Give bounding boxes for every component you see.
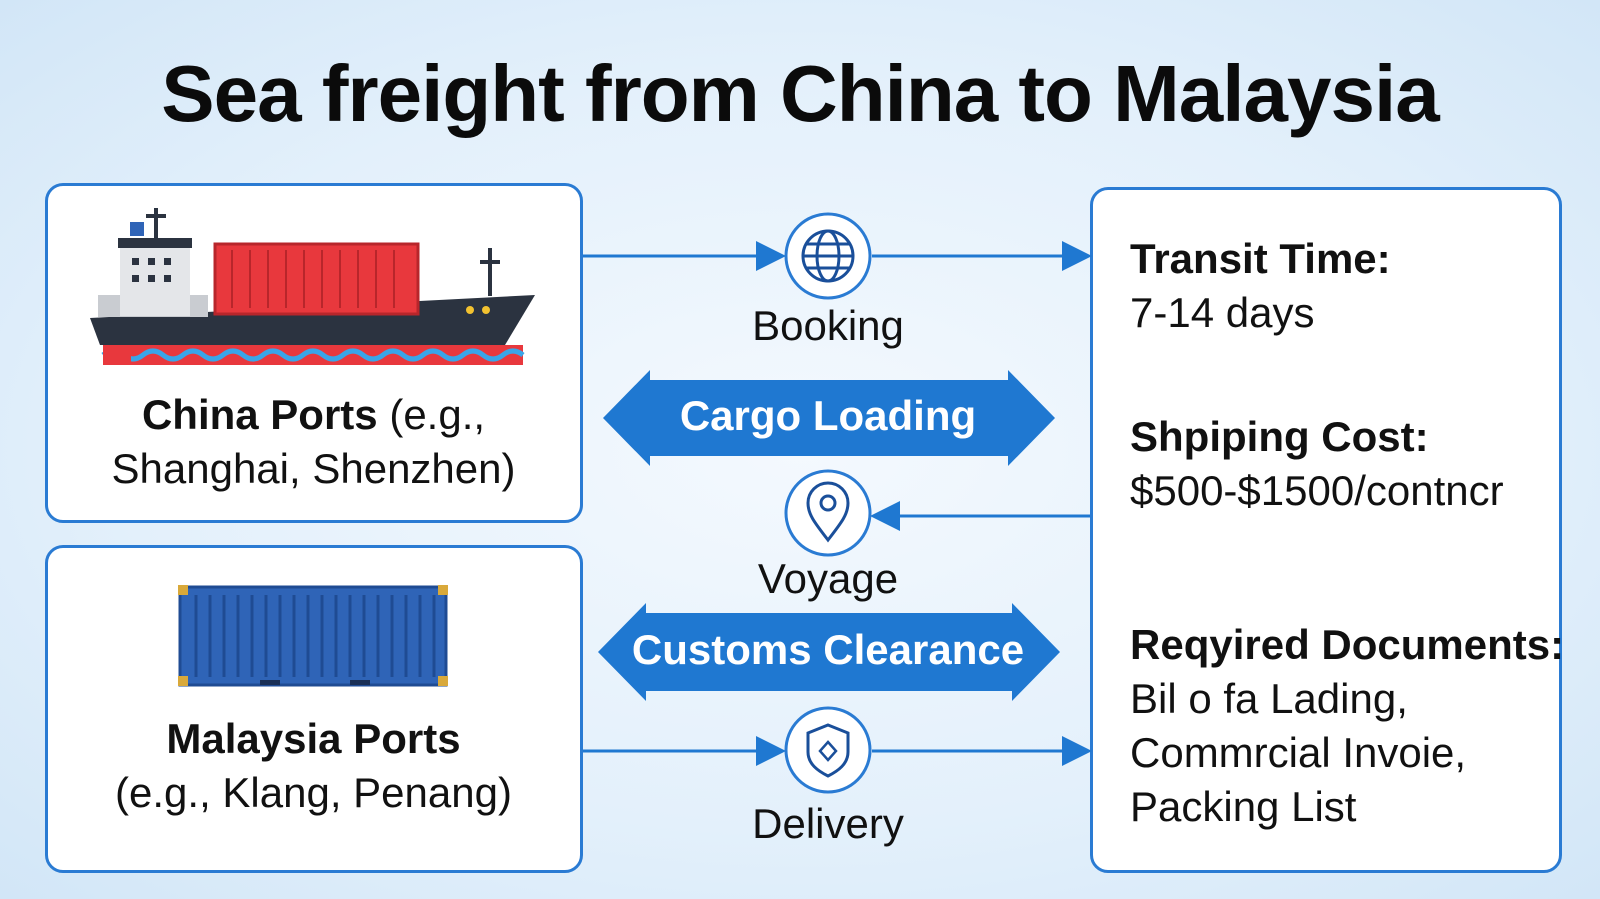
location-pin-icon <box>784 469 872 557</box>
cost-heading: Shpiping Cost: <box>1130 413 1429 460</box>
step-delivery: Delivery <box>752 800 904 847</box>
transit-section: Transit Time: 7-14 days <box>1130 232 1391 340</box>
cost-section: Shpiping Cost: $500-$1500/contncr <box>1130 410 1504 518</box>
info-card <box>1090 187 1562 873</box>
cost-value: $500-$1500/contncr <box>1130 467 1504 514</box>
shipping-container-icon <box>178 585 448 687</box>
origin-example: (e.g., <box>389 391 486 438</box>
shield-icon <box>784 706 872 794</box>
transit-heading: Transit Time: <box>1130 235 1391 282</box>
origin-cities: Shanghai, Shenzhen) <box>111 445 516 492</box>
transit-value: 7-14 days <box>1130 289 1315 336</box>
doc-item: Packing List <box>1130 783 1357 830</box>
docs-section: Reqyired Documents: Bil o fa Lading, Com… <box>1130 618 1564 834</box>
page-title: Sea freight from China to Malaysia <box>161 49 1439 138</box>
docs-heading: Reqyired Documents: <box>1130 621 1565 668</box>
customs-clearance-arrow <box>598 603 1060 701</box>
destination-cities: (e.g., Klang, Penang) <box>115 769 512 816</box>
destination-name: Malaysia Ports <box>166 715 461 762</box>
cargo-ship-icon <box>90 208 535 365</box>
globe-icon <box>784 212 872 300</box>
step-customs-clearance: Customs Clearance <box>631 626 1025 673</box>
origin-name: China Ports <box>141 391 378 438</box>
step-voyage: Voyage <box>757 555 899 602</box>
step-booking: Booking <box>752 302 904 349</box>
step-cargo-loading: Cargo Loading <box>679 392 977 439</box>
doc-item: Commrcial Invoie, <box>1130 729 1467 776</box>
doc-item: Bil o fa Lading, <box>1130 675 1408 722</box>
destination-label: Malaysia Ports (e.g., Klang, Penang) <box>45 712 582 820</box>
cargo-loading-arrow <box>603 370 1055 466</box>
origin-label: China Ports (e.g., Shanghai, Shenzhen) <box>45 388 582 496</box>
